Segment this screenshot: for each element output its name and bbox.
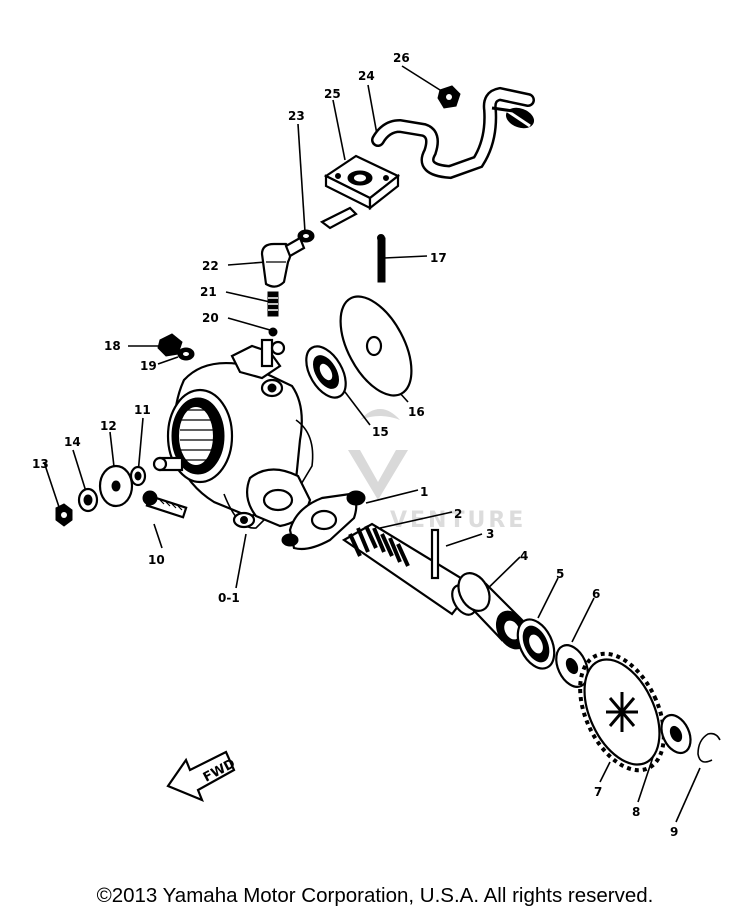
callout-14: 14 [64,435,81,449]
callout-11: 11 [134,403,151,417]
part-25-block [319,154,401,230]
part-4-bushing [457,572,529,650]
callout-12: 12 [100,419,117,433]
part-26-nut [437,85,461,109]
callout-15: 15 [372,425,389,439]
part-23-washer [297,229,315,243]
part-12-disc [98,464,134,508]
part-21-spring [267,291,279,317]
part-10-bolt [142,490,188,519]
fwd-arrow: FWD [166,750,238,803]
callout-25: 25 [324,87,341,101]
callout-19: 19 [140,359,157,373]
callout-13: 13 [32,457,49,471]
part-9-circlip [697,732,721,763]
part-7-gear [578,651,666,773]
part-13-nut [55,503,73,527]
part-8-washer [660,713,692,755]
callout-labels: 26 24 25 23 22 21 20 17 18 19 15 16 1 2 … [32,51,678,839]
callout-16: 16 [408,405,425,419]
callout-21: 21 [200,285,217,299]
part-24-pipe [371,86,535,180]
callout-0-1: 0-1 [218,591,240,605]
part-11-washer [129,465,147,487]
part-1-plate [281,490,366,551]
callout-26: 26 [393,51,410,65]
part-14-washer [77,487,99,513]
part-20-ball [268,327,278,337]
callout-7: 7 [594,785,602,799]
callout-18: 18 [104,339,121,353]
callout-4: 4 [520,549,528,563]
callout-2: 2 [454,507,462,521]
callout-1: 1 [420,485,428,499]
part-22-fitting [260,236,306,288]
callout-3: 3 [486,527,494,541]
part-19-washer [177,347,195,361]
callout-10: 10 [148,553,165,567]
part-16-disc [339,295,413,397]
leader-lines [43,65,701,823]
part-2-worm-shaft [341,522,477,616]
part-17-pin [377,234,386,283]
copyright-text: ©2013 Yamaha Motor Corporation, U.S.A. A… [96,884,654,907]
callout-23: 23 [288,109,305,123]
callout-20: 20 [202,311,219,325]
callout-24: 24 [358,69,375,83]
callout-6: 6 [592,587,600,601]
callout-8: 8 [632,805,640,819]
callout-5: 5 [556,567,564,581]
callout-17: 17 [430,251,447,265]
callout-22: 22 [202,259,219,273]
part-5-bearing [516,618,556,670]
callout-9: 9 [670,825,678,839]
part-15-bearing [305,345,347,399]
part-3-pin [430,528,440,580]
